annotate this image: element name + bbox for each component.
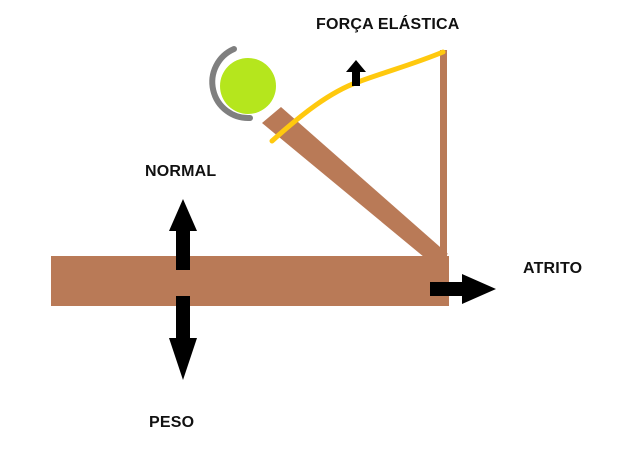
support-post [440,50,447,258]
friction-arrow [430,274,496,304]
weight-label: PESO [149,414,195,431]
normal-force-label: NORMAL [145,163,217,180]
ball-shadow-arc [209,46,253,122]
weight-arrow [169,296,197,380]
catapult-arm [262,107,448,262]
friction-label: ATRITO [523,260,583,277]
ball [220,58,276,114]
elastic-force-label: FORÇA ELÁSTICA [316,16,460,33]
normal-force-arrow [169,199,197,270]
base-beam [51,256,449,306]
elastic-force-arrow [346,60,366,86]
